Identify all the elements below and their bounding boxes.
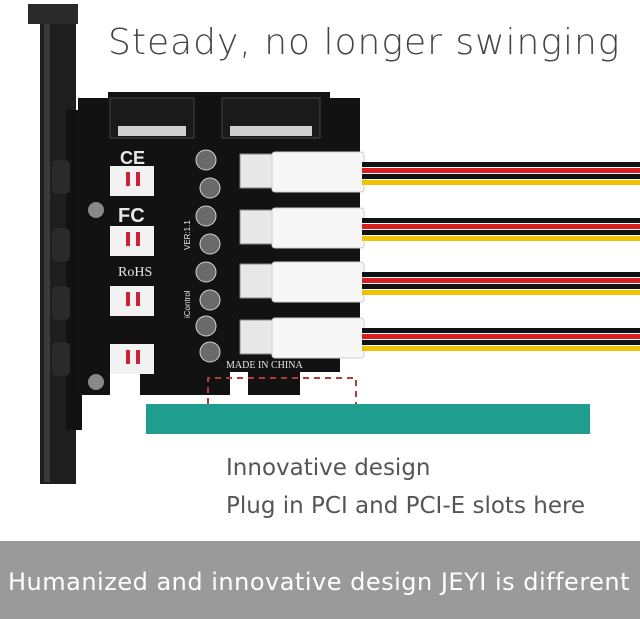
board-silkscreen: CE FC RoHS MADE IN CHINA VER:1.1 iContro…	[118, 148, 303, 371]
fan-knobs	[52, 160, 104, 390]
model-mark: iControl	[183, 290, 192, 318]
ce-mark: CE	[120, 148, 145, 168]
pcie-slot-bar	[146, 404, 590, 434]
banner-text: Humanized and innovative design JEYI is …	[8, 568, 631, 596]
rohs-mark: RoHS	[118, 265, 152, 280]
slot-dashed-outline	[207, 377, 357, 404]
fc-mark: FC	[118, 205, 145, 227]
made-in-china-mark: MADE IN CHINA	[226, 360, 303, 371]
caption-innovative-design: Innovative design	[226, 455, 431, 481]
version-mark: VER:1.1	[183, 220, 192, 250]
molex-sockets	[239, 153, 273, 355]
molex-plugs	[271, 151, 365, 359]
headline: Steady, no longer swinging	[108, 22, 621, 63]
fan-wires	[362, 162, 640, 351]
caption-slot-hint: Plug in PCI and PCI-E slots here	[226, 493, 586, 519]
fan-headers	[110, 166, 154, 374]
capacitors	[195, 149, 221, 363]
bottom-banner	[0, 541, 640, 619]
